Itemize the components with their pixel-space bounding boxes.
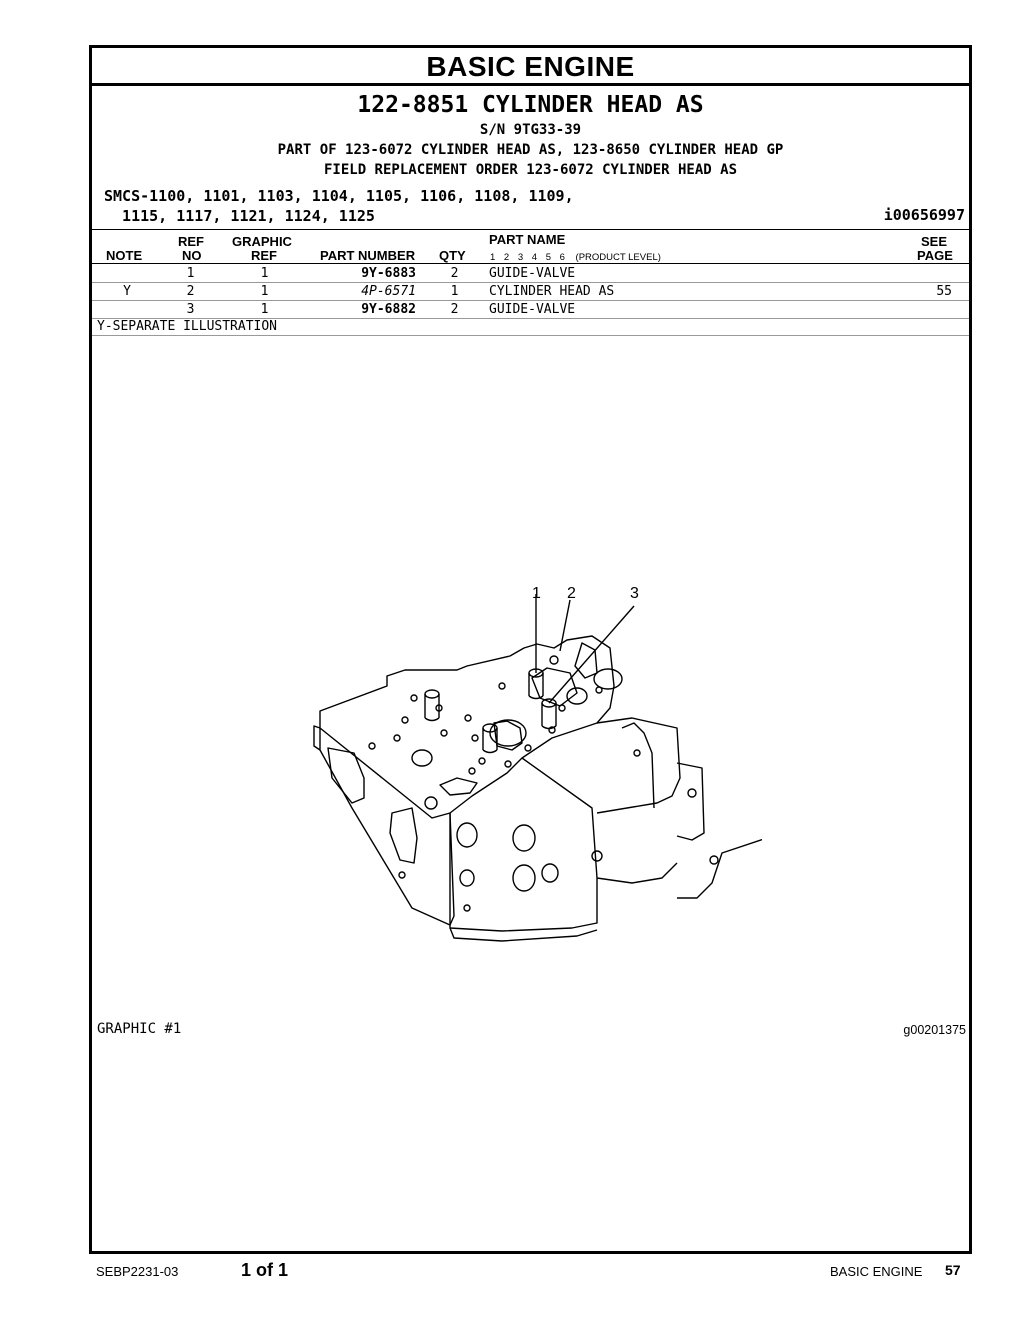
- row-graphic-ref: 1: [260, 284, 269, 299]
- part-of-line: PART OF 123-6072 CYLINDER HEAD AS, 123-8…: [277, 142, 784, 158]
- cylinder-head-illustration: 1 2 3: [313, 585, 762, 942]
- header-note: NOTE: [106, 248, 143, 263]
- row-qty: 2: [450, 302, 459, 317]
- assembly-title: 122-8851 CYLINDER HEAD AS: [357, 92, 704, 118]
- footer-doc-number: SEBP2231-03: [96, 1264, 179, 1279]
- header-see-top: SEE: [921, 234, 948, 249]
- row-ref-no: 2: [186, 284, 195, 299]
- row-note: Y: [123, 284, 131, 299]
- product-level-label: (PRODUCT LEVEL): [575, 252, 661, 263]
- graphic-id: g00201375: [903, 1023, 966, 1037]
- callout-2: 2: [567, 585, 576, 602]
- row-part-name: GUIDE-VALVE: [489, 302, 576, 317]
- header-graphic-bottom: REF: [251, 248, 277, 263]
- illustration-id: i00656997: [883, 206, 965, 224]
- row-divider: [92, 300, 969, 301]
- row-part-name: CYLINDER HEAD AS: [489, 284, 615, 299]
- header-product-levels: 1 2 3 4 5 6 (PRODUCT LEVEL): [490, 252, 661, 263]
- footer-page-of: 1 of 1: [241, 1260, 289, 1280]
- row-graphic-ref: 1: [260, 266, 269, 281]
- header-ref-top: REF: [178, 234, 204, 249]
- product-level-numbers: 1 2 3 4 5 6: [490, 252, 565, 263]
- row-divider: [92, 282, 969, 283]
- header-see-bottom: PAGE: [917, 248, 953, 263]
- footer-page-number: 57: [945, 1262, 961, 1278]
- header-part-name: PART NAME: [489, 232, 566, 247]
- row-divider: [92, 318, 969, 319]
- header-part-number: PART NUMBER: [320, 248, 416, 263]
- serial-number: S/N 9TG33-39: [479, 122, 582, 138]
- graphic-label: GRAPHIC #1: [97, 1021, 182, 1037]
- row-part-number: 9Y-6883: [361, 266, 416, 281]
- section-banner: BASIC ENGINE: [92, 48, 969, 86]
- field-replacement-line: FIELD REPLACEMENT ORDER 123-6072 CYLINDE…: [323, 162, 737, 178]
- row-part-number: 9Y-6882: [361, 302, 416, 317]
- row-part-name: GUIDE-VALVE: [489, 266, 576, 281]
- header-qty: QTY: [439, 248, 466, 263]
- smcs-codes-line-1: SMCS-1100, 1101, 1103, 1104, 1105, 1106,…: [104, 187, 574, 205]
- row-part-number: 4P-6571: [361, 284, 416, 299]
- row-graphic-ref: 1: [260, 302, 269, 317]
- row-ref-no: 3: [186, 302, 195, 317]
- callout-1: 1: [532, 585, 541, 602]
- row-see-page: 55: [936, 284, 952, 299]
- callout-3: 3: [630, 585, 639, 602]
- table-bottom-rule: [92, 335, 969, 336]
- page-frame: BASIC ENGINE 122-8851 CYLINDER HEAD AS S…: [89, 45, 972, 1254]
- header-graphic-top: GRAPHIC: [232, 234, 292, 249]
- row-ref-no: 1: [186, 266, 195, 281]
- separate-illustration-note: Y-SEPARATE ILLUSTRATION: [97, 319, 278, 334]
- header-ref-bottom: NO: [182, 248, 202, 263]
- row-qty: 1: [450, 284, 459, 299]
- table-top-rule: [92, 229, 969, 230]
- smcs-codes-line-2: 1115, 1117, 1121, 1124, 1125: [104, 207, 375, 225]
- footer-section: BASIC ENGINE: [830, 1264, 923, 1279]
- row-qty: 2: [450, 266, 459, 281]
- header-rule: [92, 263, 969, 264]
